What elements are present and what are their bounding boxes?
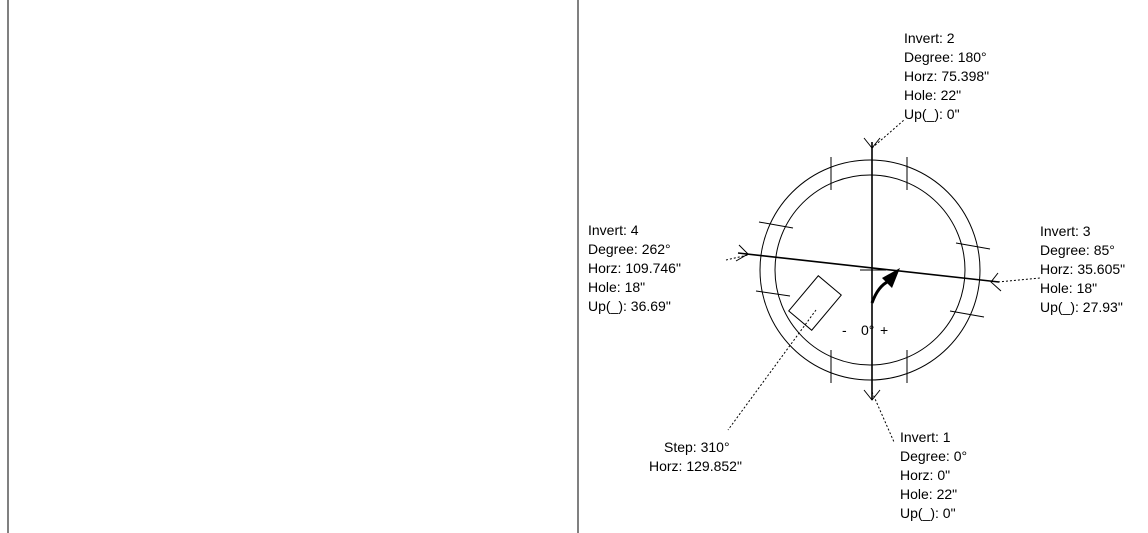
invert-label-3: Invert: 3 Degree: 85° Horz: 35.605" Hole…	[1040, 223, 1125, 315]
svg-text:Hole: 22": Hole: 22"	[904, 87, 961, 103]
pipe-end-arrow-icon	[863, 389, 881, 401]
svg-text:Up(_): 27.93": Up(_): 27.93"	[1040, 299, 1123, 315]
svg-text:Invert: 3: Invert: 3	[1040, 223, 1091, 239]
pipe-end-arrow-icon	[735, 244, 749, 262]
svg-text:Horz: 35.605": Horz: 35.605"	[1040, 261, 1125, 277]
leader-lines	[725, 119, 1041, 443]
rotation-value: 0°	[861, 322, 874, 338]
svg-text:Hole: 18": Hole: 18"	[588, 279, 645, 295]
svg-text:Degree: 0°: Degree: 0°	[900, 448, 967, 464]
wall-ticks	[755, 157, 991, 383]
rotate-arrow-head-icon	[882, 268, 900, 288]
svg-text:Step: 310°: Step: 310°	[664, 439, 730, 455]
rotation-indicator: - 0° +	[842, 268, 900, 338]
svg-text:Invert: 2: Invert: 2	[904, 30, 955, 46]
manhole-outer-ring	[759, 159, 981, 381]
invert-label-1: Invert: 1 Degree: 0° Horz: 0" Hole: 22" …	[900, 429, 967, 521]
pipe-end-arrow-icon	[990, 272, 1002, 292]
svg-text:Hole: 18": Hole: 18"	[1040, 280, 1097, 296]
pipe-line-horizontal	[737, 252, 1000, 283]
svg-text:Hole: 22": Hole: 22"	[900, 486, 957, 502]
step-marker	[788, 275, 842, 331]
manhole-inner-ring	[774, 174, 966, 366]
manhole-structure	[755, 157, 991, 383]
svg-text:Horz: 0": Horz: 0"	[900, 467, 950, 483]
rotate-clockwise-arrow-icon	[870, 279, 890, 304]
svg-text:Invert: 1: Invert: 1	[900, 429, 951, 445]
svg-text:Horz: 75.398": Horz: 75.398"	[904, 68, 989, 84]
svg-text:Degree: 262°: Degree: 262°	[588, 241, 671, 257]
invert-label-2: Invert: 2 Degree: 180° Horz: 75.398" Hol…	[904, 30, 989, 122]
svg-text:Up(_): 0": Up(_): 0"	[900, 505, 956, 521]
svg-text:Up(_): 36.69": Up(_): 36.69"	[588, 298, 671, 314]
step-label: Step: 310° Horz: 129.852"	[649, 439, 742, 474]
svg-text:Horz: 129.852": Horz: 129.852"	[649, 458, 742, 474]
rotation-minus: -	[842, 322, 847, 338]
pipe-lines	[735, 137, 1002, 401]
rotation-plus: +	[880, 322, 888, 338]
svg-text:Horz: 109.746": Horz: 109.746"	[588, 260, 681, 276]
svg-text:Up(_): 0": Up(_): 0"	[904, 106, 960, 122]
invert-label-4: Invert: 4 Degree: 262° Horz: 109.746" Ho…	[588, 222, 681, 314]
svg-text:Invert: 4: Invert: 4	[588, 222, 639, 238]
svg-text:Degree: 85°: Degree: 85°	[1040, 242, 1115, 258]
svg-text:Degree: 180°: Degree: 180°	[904, 49, 987, 65]
